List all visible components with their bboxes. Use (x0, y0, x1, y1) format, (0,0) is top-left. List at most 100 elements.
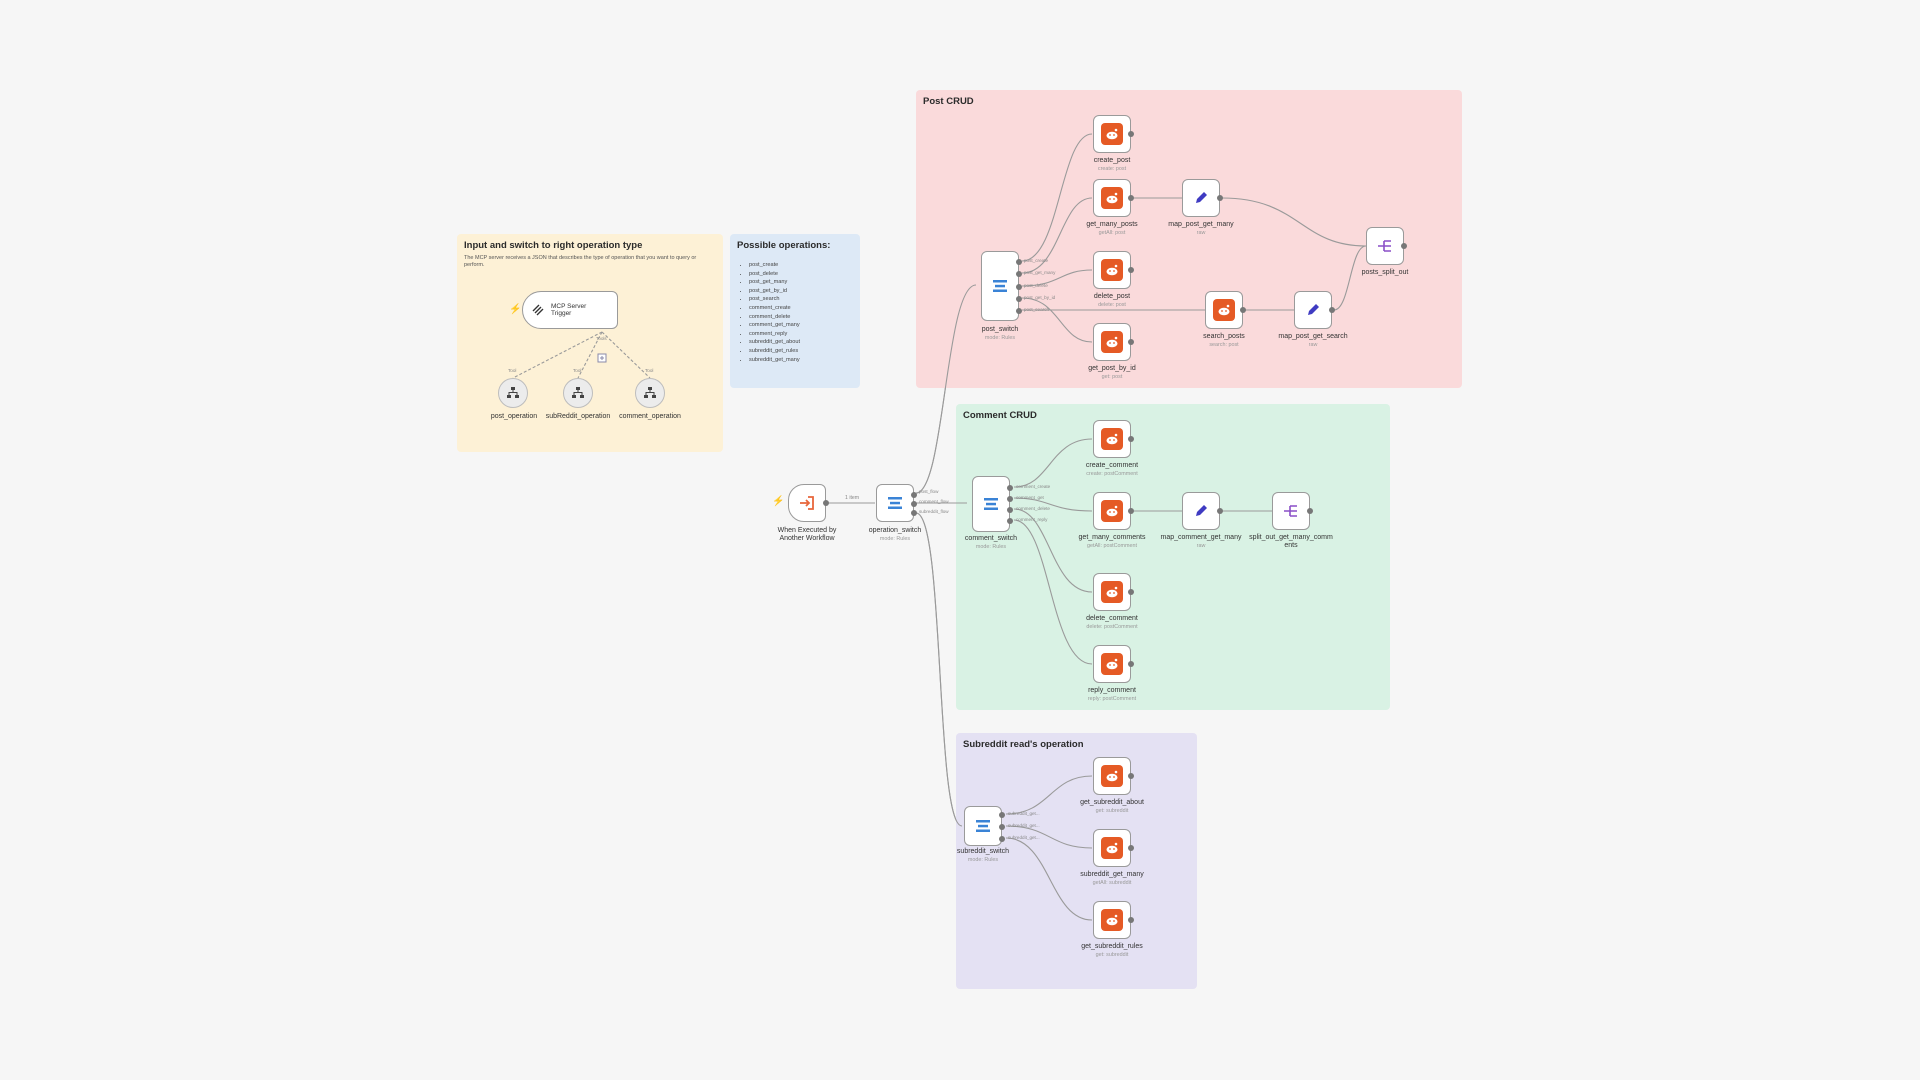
output-port[interactable] (1007, 507, 1013, 513)
posts-split-out-node[interactable] (1366, 227, 1407, 265)
operation-item: comment_delete (749, 313, 853, 322)
delete-post-node[interactable] (1093, 251, 1134, 289)
delete-comment-node[interactable] (1093, 573, 1134, 611)
output-port[interactable] (1128, 773, 1134, 779)
pencil-icon (1196, 192, 1207, 203)
switch-icon (976, 820, 990, 832)
output-port[interactable] (823, 500, 829, 506)
map-post-get-many-node[interactable] (1182, 179, 1223, 217)
output-port[interactable] (1128, 436, 1134, 442)
output-port[interactable] (1401, 243, 1407, 249)
output-port[interactable] (1307, 508, 1313, 514)
comment-switch-node[interactable] (972, 476, 1013, 532)
sticky-title: Comment CRUD (963, 410, 1037, 421)
output-port[interactable] (1217, 508, 1223, 514)
execute-workflow-trigger-node[interactable] (788, 484, 829, 522)
sitemap-icon (572, 387, 584, 398)
create-post-node[interactable] (1093, 115, 1134, 153)
node-label: map_post_get_search (1278, 333, 1348, 340)
map-comment-get-many-node[interactable] (1182, 492, 1223, 530)
get-many-comments-node[interactable] (1093, 492, 1134, 530)
subreddit-operation-node[interactable] (563, 378, 593, 408)
output-port[interactable] (999, 836, 1005, 842)
sticky-possible-operations[interactable]: Possible operations: post_create post_de… (730, 234, 860, 388)
get-post-by-id-node[interactable] (1093, 323, 1134, 361)
node-label: operation_switch (868, 527, 922, 534)
search-posts-node[interactable] (1205, 291, 1246, 329)
output-port[interactable] (1007, 496, 1013, 502)
node-subtitle: get: post (1101, 374, 1123, 380)
tool-port-label: Tool (508, 368, 517, 373)
reddit-icon (1101, 428, 1123, 450)
output-port[interactable] (1128, 845, 1134, 851)
operations-list: post_create post_delete post_get_many po… (737, 261, 853, 364)
get-many-posts-node[interactable] (1093, 179, 1134, 217)
output-port[interactable] (1128, 195, 1134, 201)
split-out-get-many-comments-node[interactable] (1272, 492, 1313, 530)
split-out-icon (1284, 505, 1297, 517)
reddit-icon (1101, 259, 1123, 281)
comment-operation-node[interactable] (635, 378, 665, 408)
operation-item: comment_get_many (749, 321, 853, 330)
output-port[interactable] (999, 824, 1005, 830)
output-port[interactable] (1007, 518, 1013, 524)
post-switch-node[interactable] (981, 251, 1022, 321)
output-port[interactable] (1128, 267, 1134, 273)
node-label: comment_switch (964, 535, 1018, 542)
post-operation-node[interactable] (498, 378, 528, 408)
reddit-icon (1213, 299, 1235, 321)
node-subtitle: get: subreddit (1095, 808, 1129, 814)
output-port[interactable] (1016, 259, 1022, 265)
pencil-icon (1196, 505, 1207, 516)
reply-comment-node[interactable] (1093, 645, 1134, 683)
node-subtitle: delete: post (1098, 302, 1126, 308)
reddit-icon (1101, 187, 1123, 209)
output-port[interactable] (1128, 131, 1134, 137)
get-subreddit-about-node[interactable] (1093, 757, 1134, 795)
node-subtitle: get: subreddit (1095, 952, 1129, 958)
output-port[interactable] (1128, 917, 1134, 923)
output-port[interactable] (999, 812, 1005, 818)
trigger-bolt-icon: ⚡ (509, 304, 522, 315)
output-port[interactable] (911, 492, 917, 498)
map-post-get-search-node[interactable] (1294, 291, 1335, 329)
node-subtitle: reply: postComment (1087, 696, 1137, 702)
operation-switch-node[interactable] (876, 484, 917, 522)
node-subtitle: raw (1308, 342, 1318, 348)
output-label: subreddit_get... (1008, 811, 1040, 816)
tool-port-label: Tool (645, 368, 654, 373)
node-label: delete_comment (1086, 615, 1138, 622)
node-label: post_switch (981, 326, 1019, 333)
output-port[interactable] (1128, 661, 1134, 667)
output-port[interactable] (1007, 485, 1013, 491)
output-label: post_get_many (1024, 270, 1056, 275)
output-port[interactable] (1128, 339, 1134, 345)
output-port[interactable] (1128, 508, 1134, 514)
output-port[interactable] (1016, 271, 1022, 277)
node-label: subReddit_operation (545, 413, 611, 420)
output-port[interactable] (911, 510, 917, 516)
node-label: create_comment (1085, 462, 1139, 469)
create-comment-node[interactable] (1093, 420, 1134, 458)
subreddit-get-many-node[interactable] (1093, 829, 1134, 867)
get-subreddit-rules-node[interactable] (1093, 901, 1134, 939)
reddit-icon (1101, 331, 1123, 353)
output-port[interactable] (1128, 589, 1134, 595)
node-label: delete_post (1093, 293, 1131, 300)
subreddit-switch-node[interactable] (964, 806, 1005, 846)
output-port[interactable] (1016, 284, 1022, 290)
output-port[interactable] (1217, 195, 1223, 201)
operation-item: comment_create (749, 304, 853, 313)
sticky-comment-crud[interactable]: Comment CRUD (956, 404, 1390, 710)
output-port[interactable] (1329, 307, 1335, 313)
node-label: post_operation (490, 413, 538, 420)
mcp-server-trigger-node[interactable]: MCP Server Trigger (522, 291, 618, 329)
output-port[interactable] (911, 501, 917, 507)
output-port[interactable] (1240, 307, 1246, 313)
operation-item: subreddit_get_about (749, 338, 853, 347)
output-label: comment_create (1016, 484, 1051, 489)
output-port[interactable] (1016, 308, 1022, 314)
output-port[interactable] (1016, 296, 1022, 302)
